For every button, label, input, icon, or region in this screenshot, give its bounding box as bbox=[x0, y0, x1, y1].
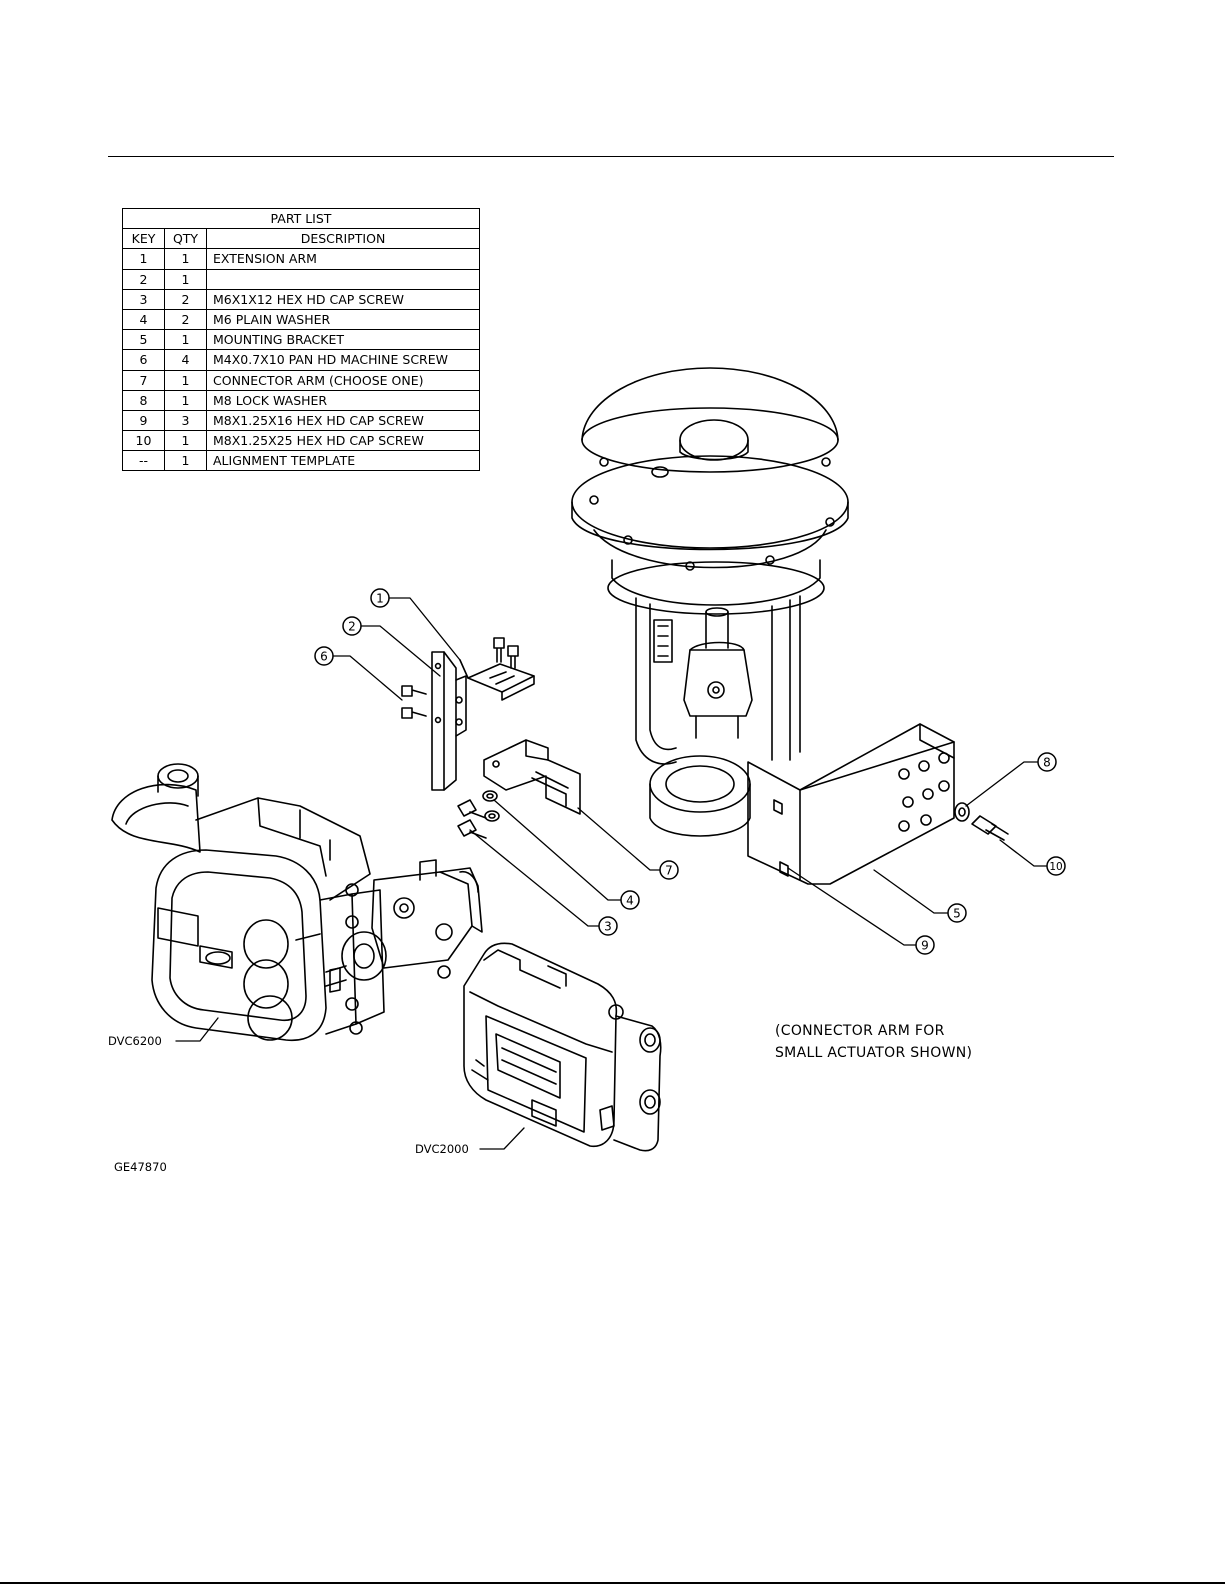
note-line-1: (CONNECTOR ARM FOR bbox=[775, 1023, 945, 1039]
part-description-cell: CONNECTOR ARM (CHOOSE ONE) bbox=[206, 369, 480, 391]
part-description-cell: M4X0.7X10 PAN HD MACHINE SCREW bbox=[206, 349, 480, 371]
connector-arm-note: (CONNECTOR ARM FOR SMALL ACTUATOR SHOWN) bbox=[775, 1020, 972, 1064]
callout-number-1: 1 bbox=[376, 592, 384, 606]
actuator-drawing bbox=[571, 367, 849, 837]
part-description-cell: M8X1.25X16 HEX HD CAP SCREW bbox=[206, 409, 480, 432]
connector-arm-drawing bbox=[457, 739, 581, 839]
callout-number-3: 3 bbox=[604, 920, 612, 934]
callout-circle-3 bbox=[598, 916, 618, 936]
callout-circle-9 bbox=[915, 935, 935, 955]
callout-number-10: 10 bbox=[1049, 861, 1062, 873]
callout-circle-2 bbox=[342, 616, 362, 636]
part-list-header-row: KEY QTY DESCRIPTION bbox=[122, 228, 480, 250]
column-header-description: DESCRIPTION bbox=[206, 228, 480, 250]
dvc2000-label: DVC2000 bbox=[415, 1142, 469, 1156]
callout-number-7: 7 bbox=[665, 864, 673, 878]
part-qty-cell: 1 bbox=[164, 450, 207, 472]
callout-circle-7 bbox=[659, 860, 679, 880]
callout-number-6: 6 bbox=[320, 650, 328, 664]
part-description-cell: ALIGNMENT TEMPLATE bbox=[206, 450, 480, 472]
dvc6200-drawing bbox=[111, 763, 483, 1042]
callout-circle-1 bbox=[370, 588, 390, 608]
callout-circle-4 bbox=[620, 890, 640, 910]
extension-arm-drawing bbox=[401, 637, 535, 791]
header-rule bbox=[108, 156, 1114, 157]
footer-rule bbox=[0, 1582, 1225, 1584]
note-line-2: SMALL ACTUATOR SHOWN) bbox=[775, 1045, 973, 1061]
part-description-cell: M8X1.25X25 HEX HD CAP SCREW bbox=[206, 430, 480, 452]
callout-number-2: 2 bbox=[348, 620, 356, 634]
callout-circle-10 bbox=[1046, 856, 1066, 876]
washer-and-screw-drawing bbox=[954, 802, 1009, 841]
callout-number-4: 4 bbox=[626, 894, 634, 908]
callout-circles bbox=[314, 588, 1066, 955]
callout-number-9: 9 bbox=[921, 939, 929, 953]
callout-circle-8 bbox=[1037, 752, 1057, 772]
callout-number-5: 5 bbox=[953, 907, 961, 921]
callout-circle-5 bbox=[947, 903, 967, 923]
mounting-bracket-drawing bbox=[747, 723, 955, 885]
drawing-id-label: GE47870 bbox=[114, 1160, 167, 1174]
dvc2000-drawing bbox=[463, 942, 662, 1152]
dvc6200-label: DVC6200 bbox=[108, 1034, 162, 1048]
callout-circle-6 bbox=[314, 646, 334, 666]
callout-number-8: 8 bbox=[1043, 756, 1051, 770]
callout-leaders bbox=[175, 597, 1048, 1150]
